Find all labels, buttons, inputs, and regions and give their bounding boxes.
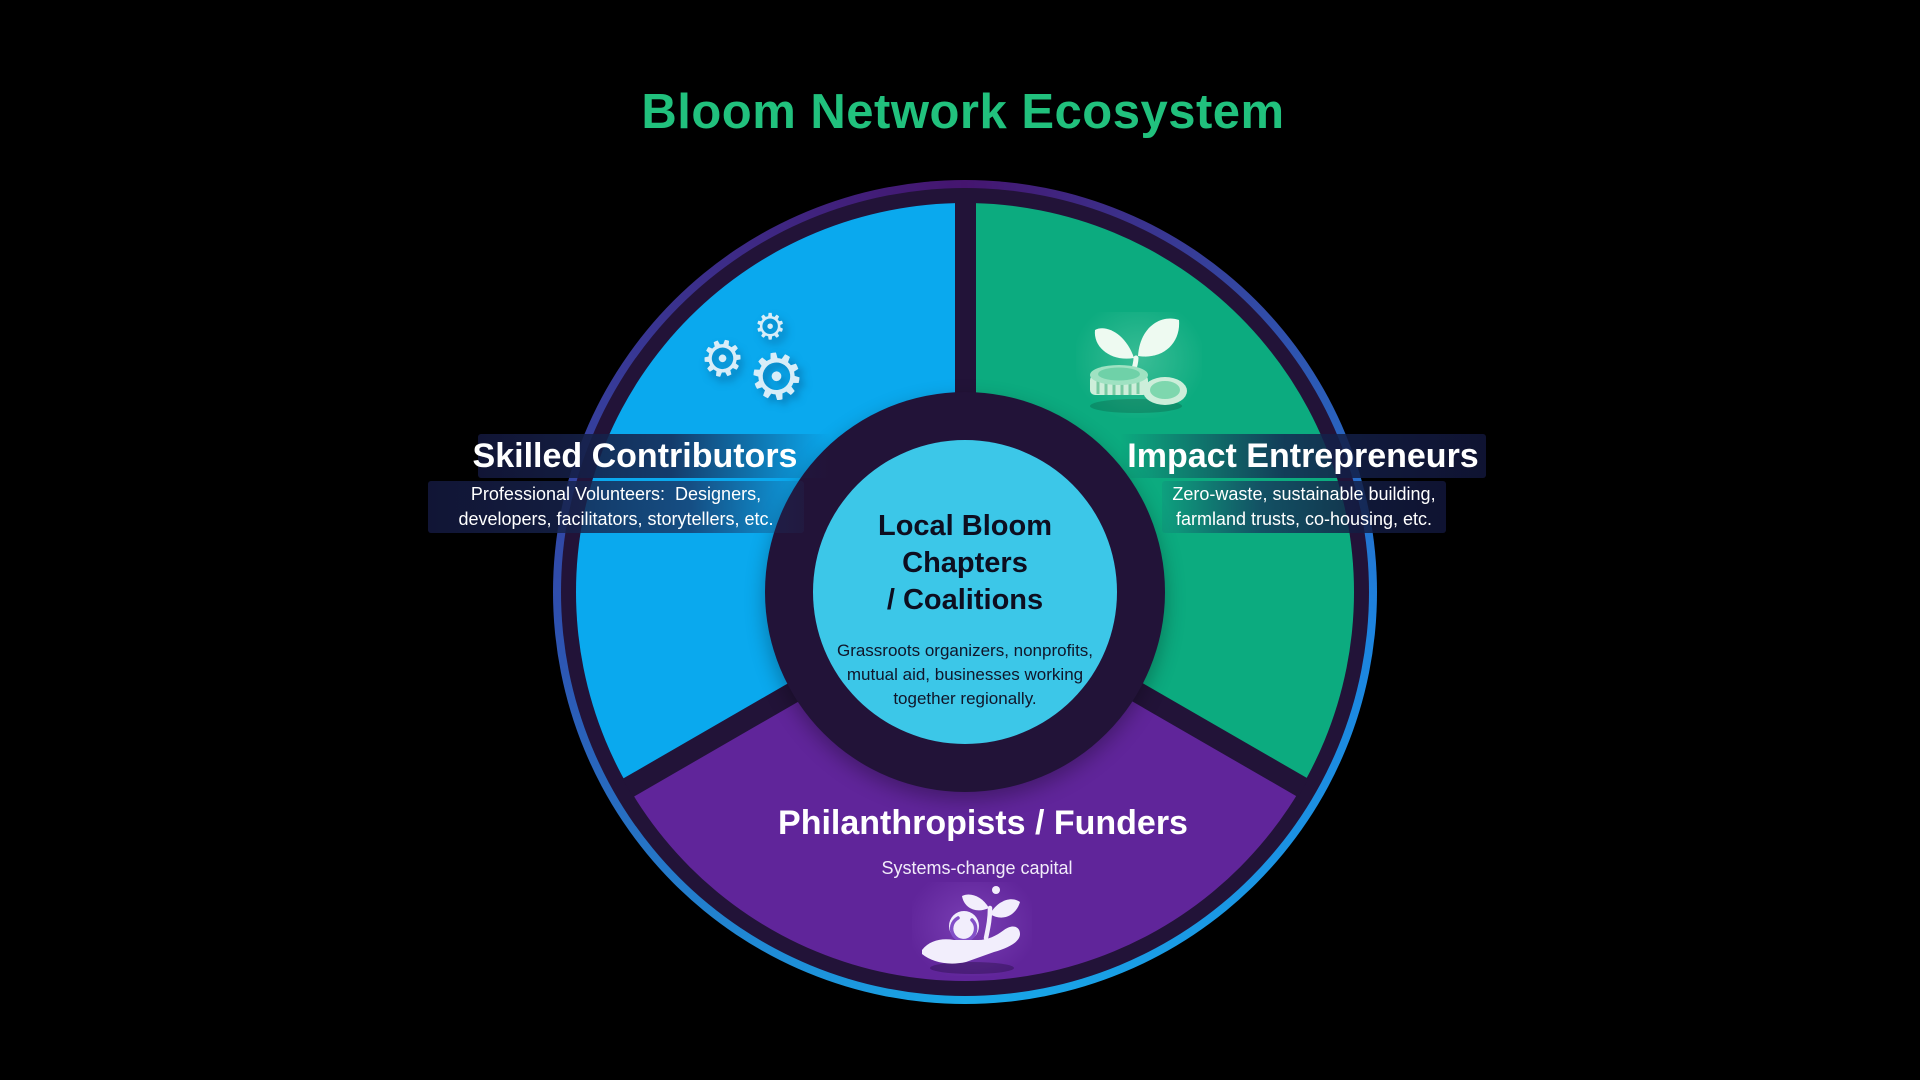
segment-skilled-contributors-label-band: Skilled Contributors <box>473 434 830 478</box>
description-line: Professional Volunteers: Designers, <box>470 484 762 504</box>
segment-skilled-contributors-label: Skilled Contributors <box>472 436 798 475</box>
page-title: Bloom Network Ecosystem <box>641 85 1285 139</box>
description-line: developers, facilitators, storytellers, … <box>458 509 774 529</box>
description-line: farmland trusts, co-housing, etc. <box>1175 509 1433 529</box>
gear-large-icon: ⚙ <box>743 337 811 419</box>
segment-skilled-contributors-description-band: Professional Volunteers: Designers, deve… <box>428 481 804 533</box>
segment-philanthropists-funders-label: Philanthropists / Funders <box>778 804 1188 842</box>
center-title-line: Local Bloom Chapters <box>877 509 1052 579</box>
center-description-line: mutual aid, businesses working <box>846 664 1084 684</box>
segment-impact-entrepreneurs-label: Impact Entrepreneurs <box>1127 436 1479 475</box>
segment-impact-entrepreneurs-description-band: Zero-waste, sustainable building, farmla… <box>1162 481 1446 533</box>
center-title: Local Bloom Chapters / Coalitions <box>813 508 1117 619</box>
segment-philanthropists-funders-description: Systems-change capital <box>881 858 1073 878</box>
center-description: Grassroots organizers, nonprofits, mutua… <box>837 639 1093 711</box>
gear-small-icon: ⚙ <box>754 307 787 348</box>
gears-icon: ⚙ ⚙ ⚙ <box>694 307 832 424</box>
gear-medium-icon: ⚙ <box>693 325 752 393</box>
center-description-line: together regionally. <box>893 688 1037 708</box>
plant-coins-icon <box>1076 312 1202 418</box>
center-title-line: / Coalitions <box>886 583 1044 616</box>
hand-plant-icon <box>912 882 1032 976</box>
segment-impact-entrepreneurs-label-band: Impact Entrepreneurs <box>1120 434 1486 478</box>
description-line: Zero-waste, sustainable building, <box>1172 484 1436 504</box>
center-description-line: Grassroots organizers, nonprofits, <box>836 640 1094 660</box>
center-circle: Local Bloom Chapters / Coalitions Grassr… <box>813 440 1117 744</box>
